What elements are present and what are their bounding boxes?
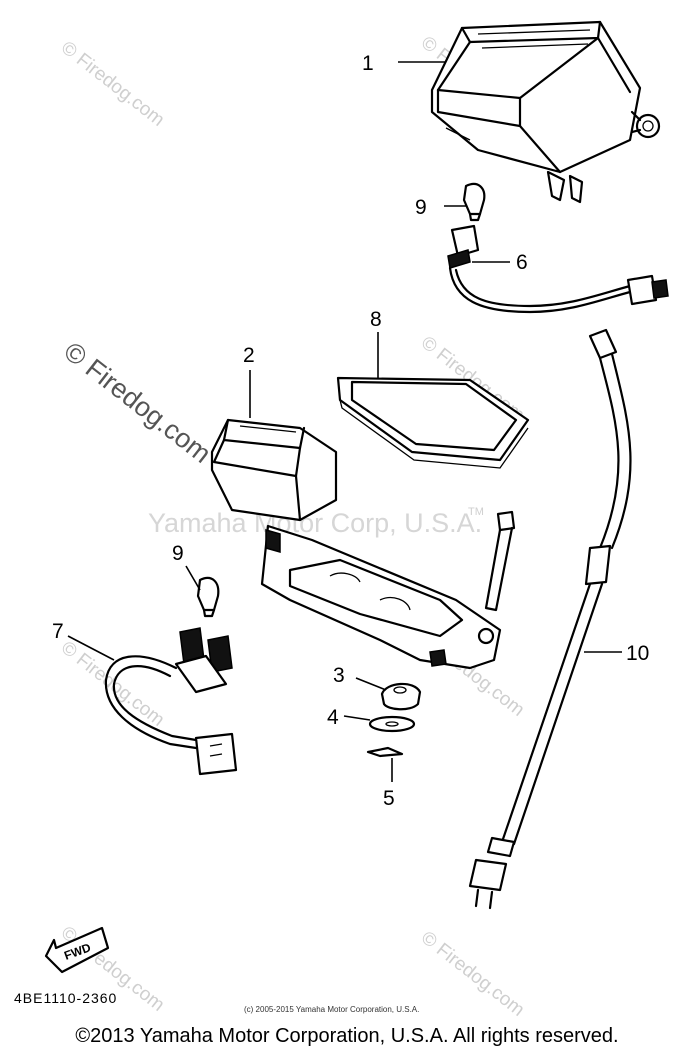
watermark-yamaha: Yamaha Motor Corp, U.S.A. (148, 508, 482, 538)
callouts: 1 2 3 4 5 6 7 8 9 9 10 (52, 52, 649, 810)
callout-9-top: 9 (415, 196, 427, 219)
watermark-firedog-5: © Firedog.com (57, 637, 168, 730)
callout-6: 6 (516, 251, 528, 274)
callout-8: 8 (370, 308, 382, 331)
callout-5: 5 (383, 787, 395, 810)
part-8-gasket (336, 376, 530, 469)
watermark-firedog-3: © Firedog.com (58, 336, 216, 469)
small-copyright: (c) 2005-2015 Yamaha Motor Corporation, … (244, 1005, 420, 1014)
part-9-bulb-lower (196, 576, 220, 618)
watermark-tm: TM (468, 506, 484, 518)
part-1-meter-housing (430, 20, 661, 204)
fwd-direction-arrow: FWD (44, 926, 110, 974)
diagram-code: 4BE1110-2360 (14, 990, 118, 1006)
callout-7: 7 (52, 620, 64, 643)
callout-4: 4 (327, 706, 339, 729)
callout-1: 1 (362, 52, 374, 75)
callout-3: 3 (333, 664, 345, 687)
part-5-clip (366, 746, 404, 758)
part-bolt (484, 510, 516, 612)
part-9-bulb-top (462, 182, 486, 222)
part-7-wire-harness (104, 627, 238, 776)
watermark-group: © Firedog.com © Firedog.com © Firedog.co… (57, 32, 528, 1020)
callout-2: 2 (243, 344, 255, 367)
callout-9-lower: 9 (172, 542, 184, 565)
watermark-firedog-1: © Firedog.com (57, 37, 168, 130)
part-6-bulb-socket (447, 224, 669, 314)
part-3-damper (380, 682, 422, 711)
watermark-firedog-8: © Firedog.com (417, 927, 528, 1020)
callout-10: 10 (626, 642, 649, 665)
part-2-tachometer-bracket (210, 418, 502, 670)
part-10-meter-cable (468, 328, 632, 910)
part-4-washer (368, 715, 416, 733)
leader-lines (67, 61, 622, 782)
footer-copyright: ©2013 Yamaha Motor Corporation, U.S.A. A… (75, 1025, 619, 1047)
